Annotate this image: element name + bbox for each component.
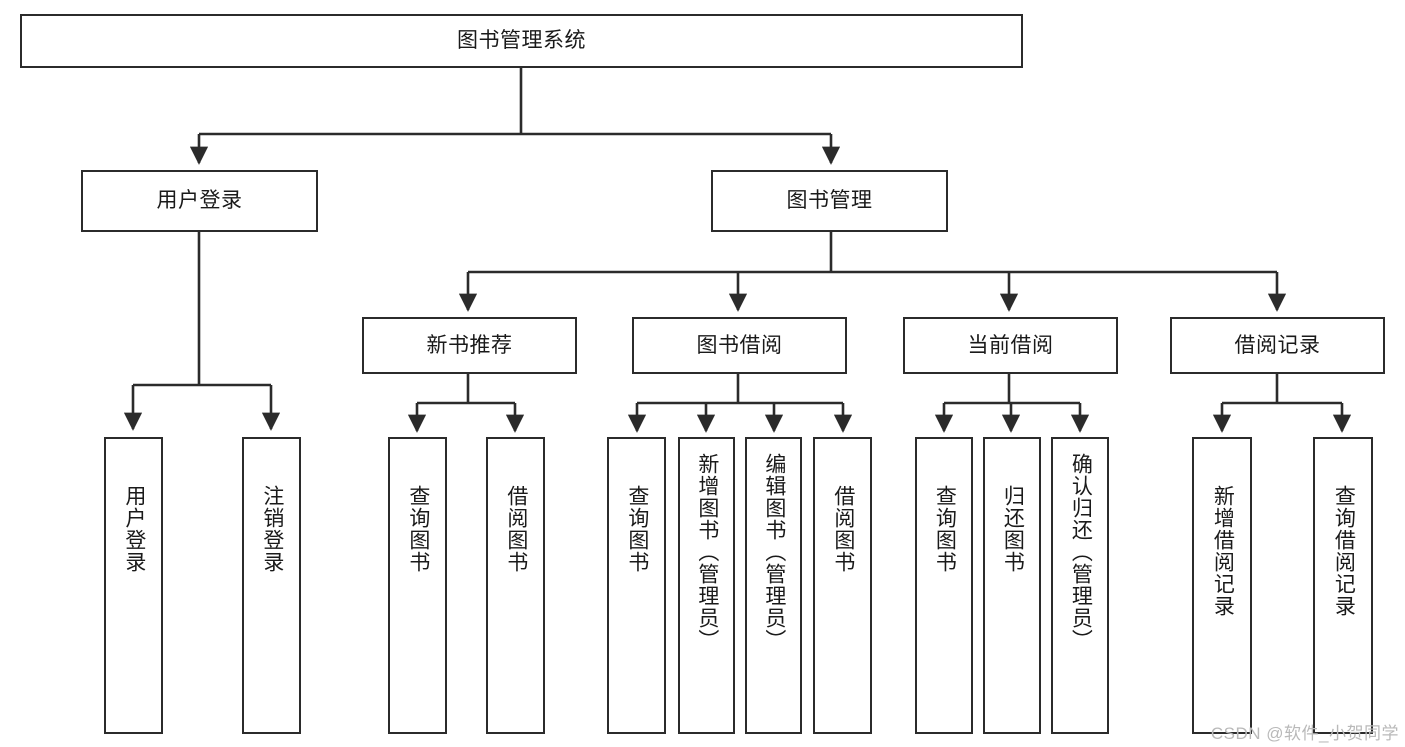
node-current-borrow[interactable]: 当前借阅 bbox=[903, 317, 1118, 374]
node-borrow-record-label: 借阅记录 bbox=[1234, 333, 1321, 357]
leaf-query-book-borrow[interactable]: 查询图书 bbox=[607, 437, 666, 734]
leaf-query-borrow-record-label: 查询借阅记录 bbox=[1332, 485, 1356, 617]
leaf-borrow-book-newbook[interactable]: 借阅图书 bbox=[486, 437, 545, 734]
leaf-return-book-label: 归还图书 bbox=[1001, 485, 1025, 573]
node-login[interactable]: 用户登录 bbox=[81, 170, 318, 232]
node-book-borrow-label: 图书借阅 bbox=[696, 333, 783, 357]
leaf-borrow-book[interactable]: 借阅图书 bbox=[813, 437, 872, 734]
node-new-book-recommend[interactable]: 新书推荐 bbox=[362, 317, 577, 374]
node-book-management[interactable]: 图书管理 bbox=[711, 170, 948, 232]
leaf-query-book-current[interactable]: 查询图书 bbox=[915, 437, 973, 734]
node-login-label: 用户登录 bbox=[156, 189, 243, 213]
leaf-edit-book-admin[interactable]: 编辑图书（管理员） bbox=[745, 437, 802, 734]
node-book-management-label: 图书管理 bbox=[786, 189, 873, 213]
leaf-borrow-book-label: 借阅图书 bbox=[831, 485, 855, 573]
leaf-add-book-admin-label: 新增图书（管理员） bbox=[695, 453, 719, 651]
leaf-query-borrow-record[interactable]: 查询借阅记录 bbox=[1313, 437, 1373, 734]
leaf-query-book-current-label: 查询图书 bbox=[933, 485, 957, 573]
leaf-query-book-newbook[interactable]: 查询图书 bbox=[388, 437, 447, 734]
leaf-add-borrow-record-label: 新增借阅记录 bbox=[1211, 485, 1235, 617]
leaf-query-book-borrow-label: 查询图书 bbox=[625, 485, 649, 573]
csdn-watermark: CSDN @软件_小贺同学 bbox=[1210, 724, 1399, 743]
node-borrow-record[interactable]: 借阅记录 bbox=[1170, 317, 1385, 374]
leaf-add-borrow-record[interactable]: 新增借阅记录 bbox=[1192, 437, 1252, 734]
leaf-edit-book-admin-label: 编辑图书（管理员） bbox=[762, 453, 786, 651]
leaf-user-login-label: 用户登录 bbox=[122, 485, 146, 573]
leaf-logout[interactable]: 注销登录 bbox=[242, 437, 301, 734]
leaf-borrow-book-newbook-label: 借阅图书 bbox=[504, 485, 528, 573]
leaf-logout-label: 注销登录 bbox=[260, 485, 284, 573]
node-current-borrow-label: 当前借阅 bbox=[967, 333, 1054, 357]
leaf-confirm-return-admin-label: 确认归还（管理员） bbox=[1069, 453, 1093, 651]
node-root[interactable]: 图书管理系统 bbox=[20, 14, 1023, 68]
node-book-borrow[interactable]: 图书借阅 bbox=[632, 317, 847, 374]
leaf-query-book-newbook-label: 查询图书 bbox=[406, 485, 430, 573]
node-new-book-recommend-label: 新书推荐 bbox=[426, 333, 513, 357]
leaf-add-book-admin[interactable]: 新增图书（管理员） bbox=[678, 437, 735, 734]
leaf-return-book[interactable]: 归还图书 bbox=[983, 437, 1041, 734]
leaf-user-login[interactable]: 用户登录 bbox=[104, 437, 163, 734]
leaf-confirm-return-admin[interactable]: 确认归还（管理员） bbox=[1051, 437, 1109, 734]
node-root-label: 图书管理系统 bbox=[457, 29, 586, 53]
